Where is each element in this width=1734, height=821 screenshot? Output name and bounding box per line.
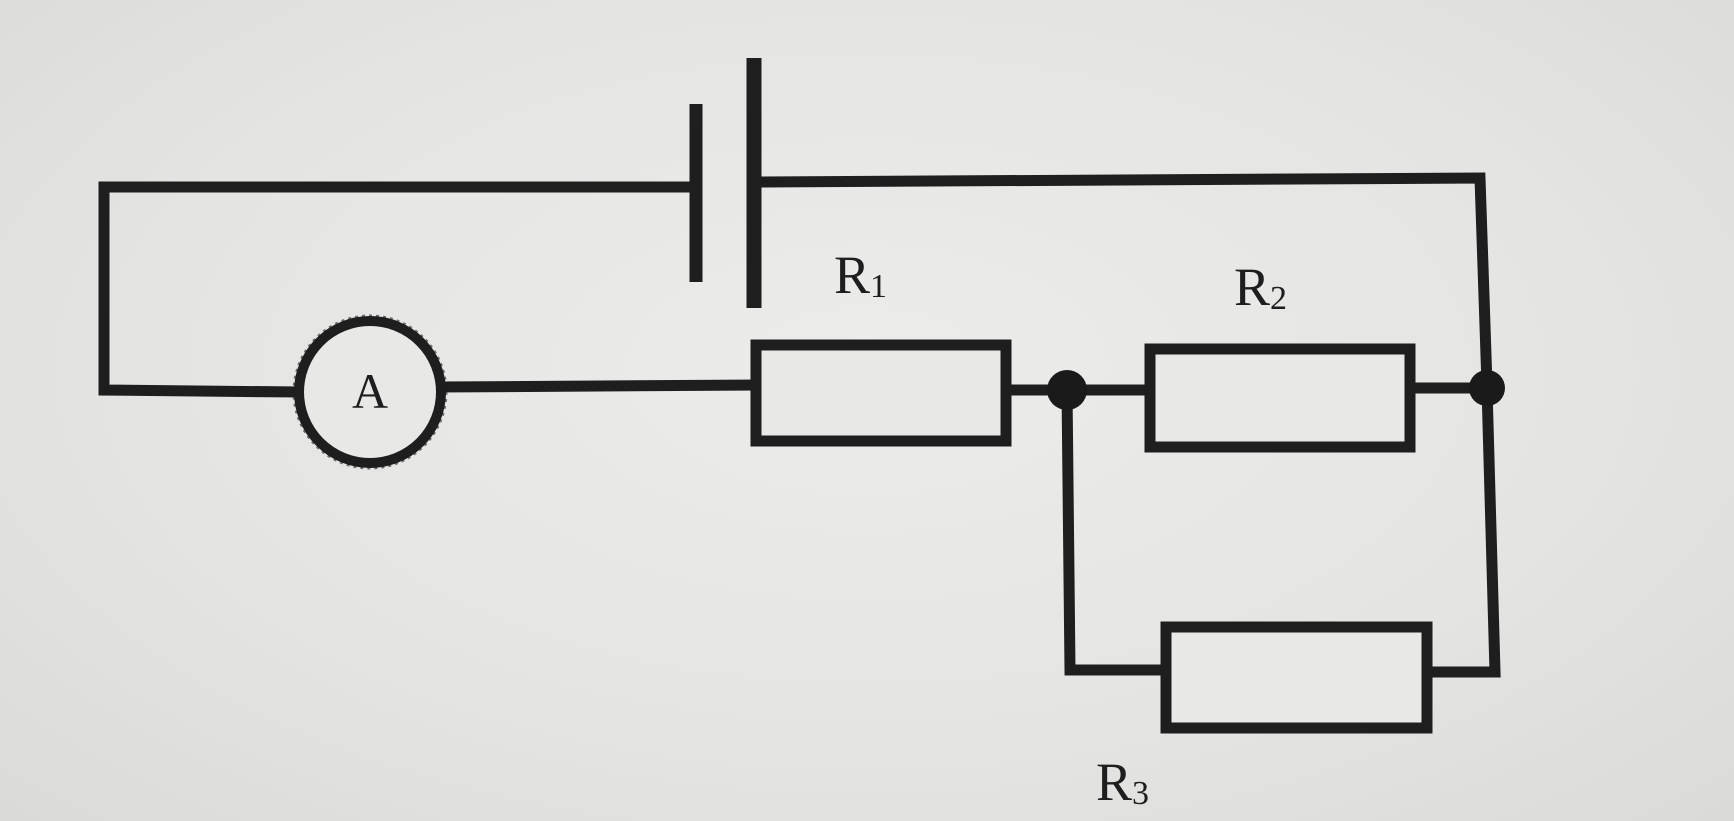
resistor-r3 bbox=[1160, 621, 1433, 734]
wire-top-right bbox=[750, 172, 1493, 391]
ammeter-label: A bbox=[352, 363, 388, 419]
wire-ammeter-to-r1 bbox=[434, 379, 762, 393]
resistor-r2 bbox=[1144, 343, 1416, 453]
junction-node-left bbox=[1047, 370, 1087, 410]
label-r3-subscript: 3 bbox=[1132, 775, 1149, 812]
label-r1: R1 bbox=[834, 245, 887, 305]
battery bbox=[689, 58, 762, 308]
wire-branch-left bbox=[1061, 384, 1172, 676]
label-r1-letter: R bbox=[834, 245, 870, 305]
label-r2-subscript: 2 bbox=[1270, 280, 1287, 317]
label-r2: R2 bbox=[1234, 257, 1287, 317]
resistor-r1 bbox=[750, 339, 1012, 447]
label-r3: R3 bbox=[1096, 752, 1149, 812]
label-r3-letter: R bbox=[1096, 752, 1132, 812]
wire-top-left bbox=[98, 181, 702, 396]
ammeter: A bbox=[292, 314, 448, 470]
wire-branch-right bbox=[1421, 382, 1501, 678]
label-r1-subscript: 1 bbox=[870, 268, 887, 305]
wire-left-to-ammeter bbox=[98, 379, 302, 398]
junction-node-right bbox=[1469, 370, 1505, 406]
label-r2-letter: R bbox=[1234, 257, 1270, 317]
ammeter-body bbox=[294, 316, 446, 468]
